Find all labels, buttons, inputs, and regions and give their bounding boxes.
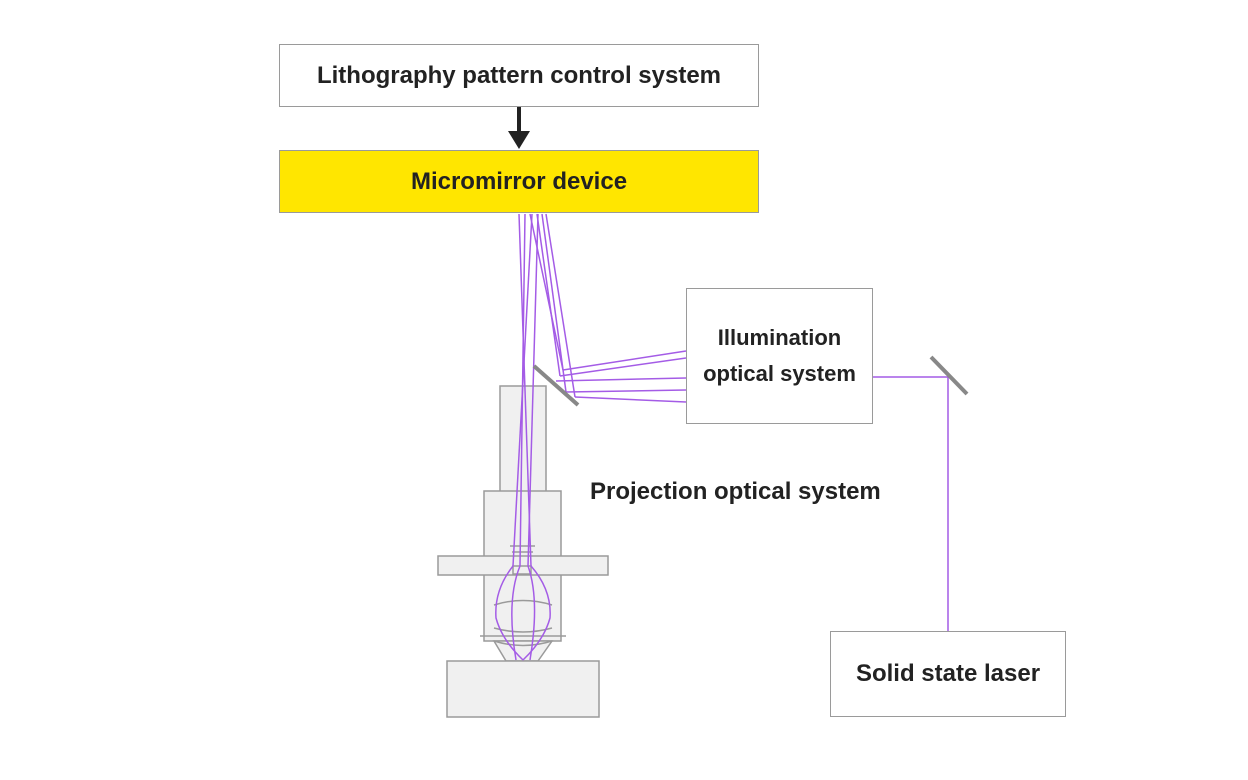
laser-mirror (929, 355, 969, 396)
solid-state-laser-label: Solid state laser (855, 660, 1041, 687)
illumination-system-box: Illumination optical system (686, 288, 873, 424)
projection-system-label: Projection optical system (590, 478, 881, 505)
solid-state-laser-box: Solid state laser (830, 631, 1066, 717)
light-beams (495, 213, 949, 661)
lithography-control-label: Lithography pattern control system (316, 61, 722, 89)
base-block (446, 660, 600, 718)
micromirror-device-box: Micromirror device (279, 150, 759, 213)
illumination-label-line1: Illumination (717, 325, 842, 350)
fold-mirror (532, 364, 580, 407)
control-arrow (508, 107, 530, 149)
projection-apparatus (437, 385, 609, 718)
lens-elements (480, 545, 566, 647)
illumination-label-line2: optical system (703, 361, 856, 386)
micromirror-device-label: Micromirror device (410, 167, 628, 195)
lithography-control-box: Lithography pattern control system (279, 44, 759, 107)
